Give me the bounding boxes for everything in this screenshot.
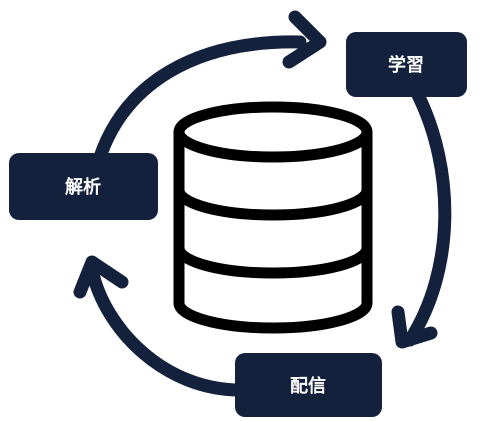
arrowhead-left xyxy=(73,255,129,299)
node-deliver: 配信 xyxy=(235,353,382,417)
database-icon xyxy=(173,101,373,334)
arrow-deliver-to-analyze xyxy=(73,255,247,397)
node-analyze: 解析 xyxy=(9,153,158,220)
node-deliver-label: 配信 xyxy=(290,375,326,397)
node-analyze-label: 解析 xyxy=(65,176,101,198)
node-learn-label: 学習 xyxy=(388,54,424,76)
arrowhead-top xyxy=(282,10,327,69)
node-learn: 学習 xyxy=(346,32,467,97)
arrow-learn-to-deliver xyxy=(391,88,452,349)
arrowhead-right xyxy=(391,305,438,349)
arrow-analyze-to-learn xyxy=(89,10,327,177)
